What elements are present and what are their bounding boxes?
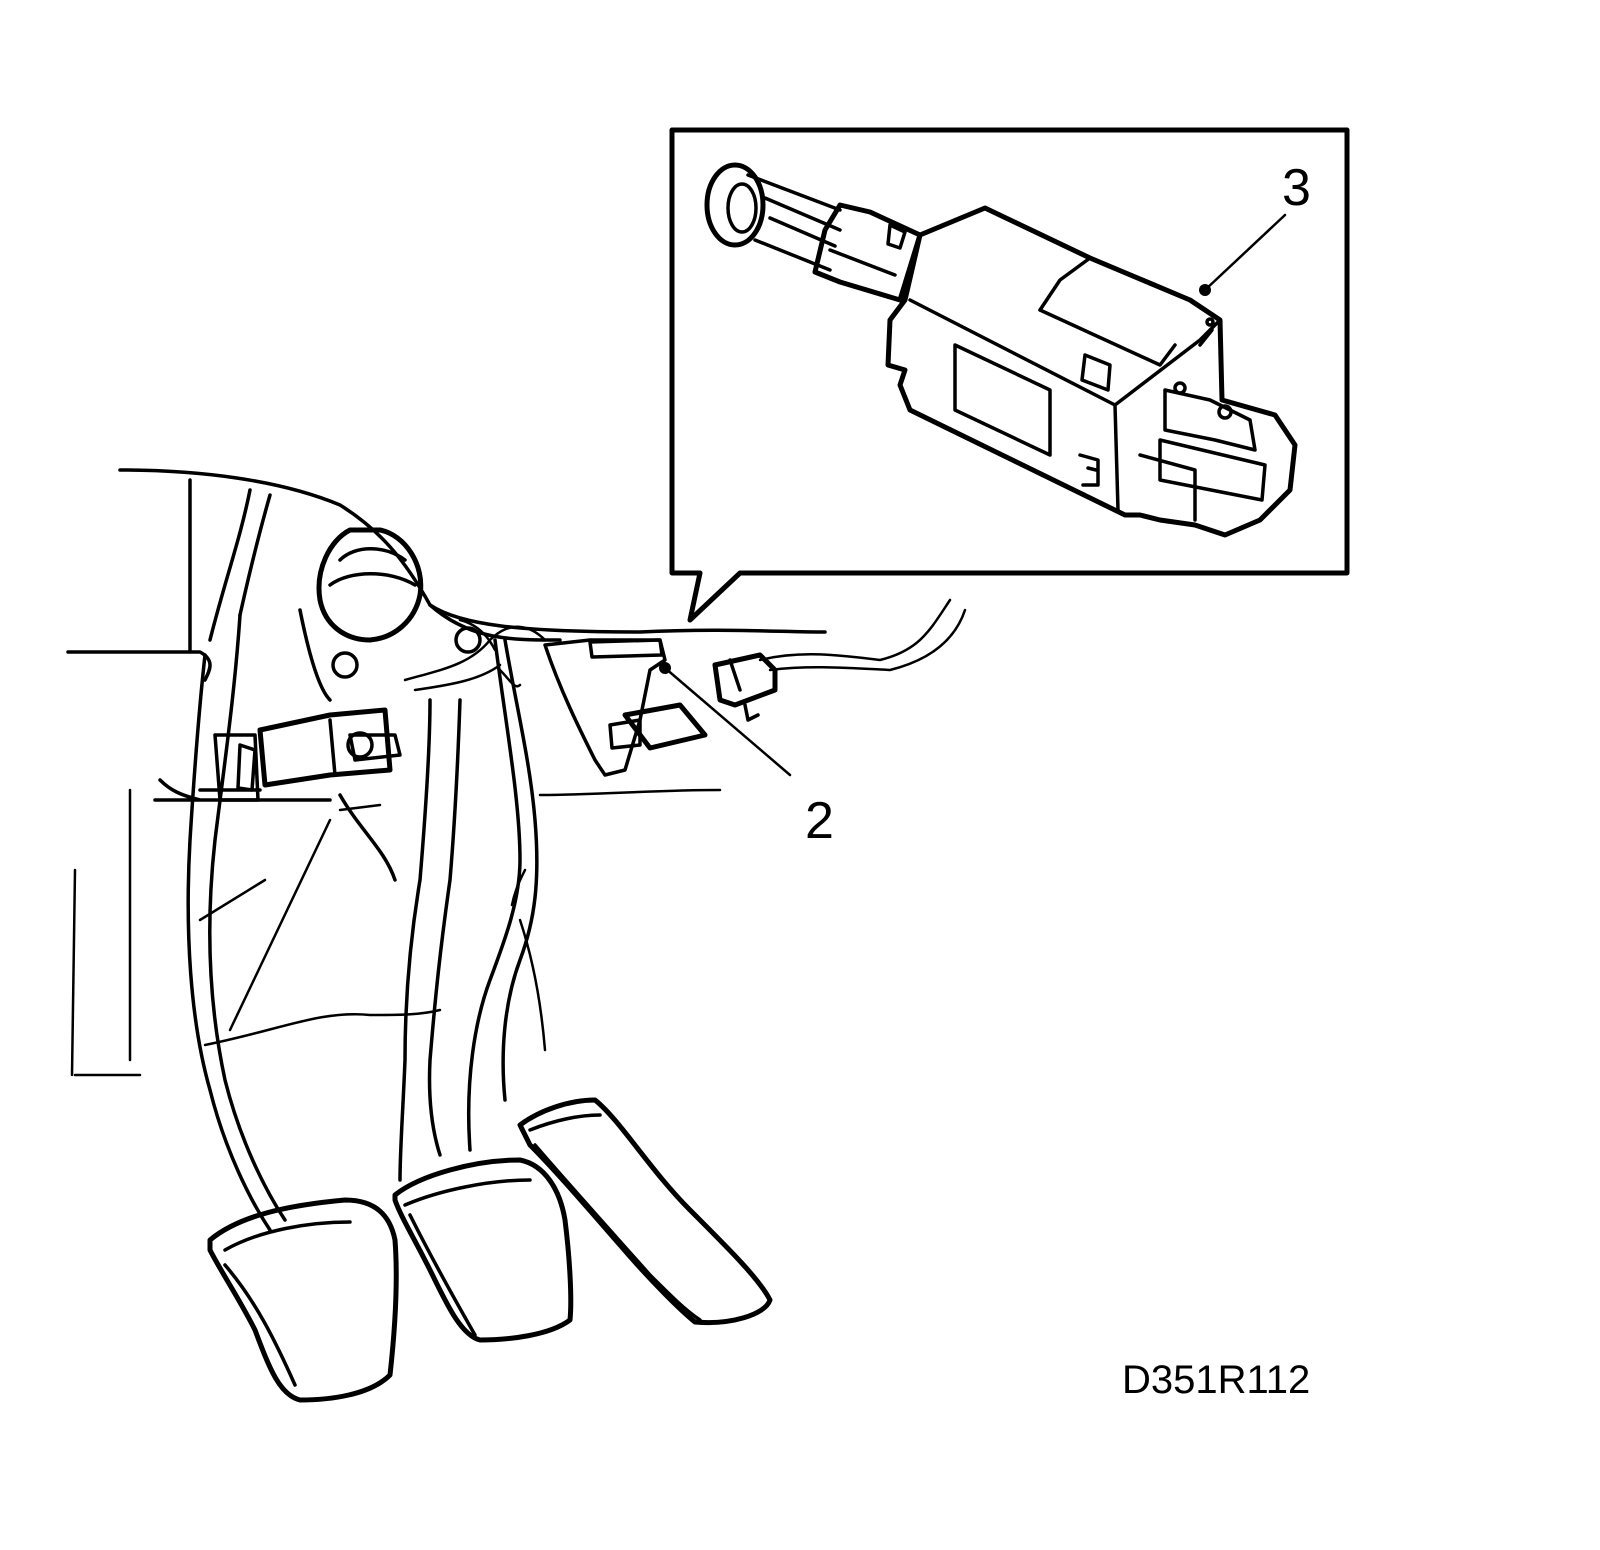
wiring-harness — [403, 625, 547, 692]
callout-3-leader — [1203, 213, 1287, 292]
callout-2-label: 2 — [805, 792, 834, 850]
figure-reference-code: D351R112 — [1122, 1358, 1310, 1402]
clutch-pedal-arm — [186, 613, 287, 1232]
detail-inset — [669, 127, 1350, 623]
callout-2-leader — [663, 666, 792, 777]
connector-pins — [1138, 388, 1267, 522]
switch-label-window — [953, 343, 1052, 457]
clutch-pedal-pad — [207, 1197, 399, 1403]
switch-connector — [712, 652, 778, 708]
plunger-rod — [746, 173, 842, 272]
brake-pedal-arm — [398, 698, 462, 1182]
clutch-switch — [257, 707, 393, 788]
floor-line — [338, 788, 722, 812]
callout-2-group: 2 — [659, 662, 834, 850]
brake-light-switch-detail — [704, 162, 1298, 538]
brake-pedal-pad — [392, 1157, 574, 1343]
accelerator-pedal — [517, 1097, 773, 1326]
plunger-cap — [704, 162, 766, 248]
dashboard-outline — [118, 468, 827, 634]
brake-switch-bracket — [543, 638, 667, 777]
switch-wiring — [758, 598, 967, 672]
callout-3-group: 3 — [1199, 159, 1311, 296]
inset-frame — [669, 127, 1350, 623]
switch-clip — [1078, 453, 1100, 487]
brake-booster — [316, 527, 424, 643]
switch-body — [885, 205, 1298, 538]
switch-collar — [812, 202, 923, 303]
pedal-assembly — [66, 468, 967, 1403]
callout-3-label: 3 — [1282, 159, 1311, 217]
